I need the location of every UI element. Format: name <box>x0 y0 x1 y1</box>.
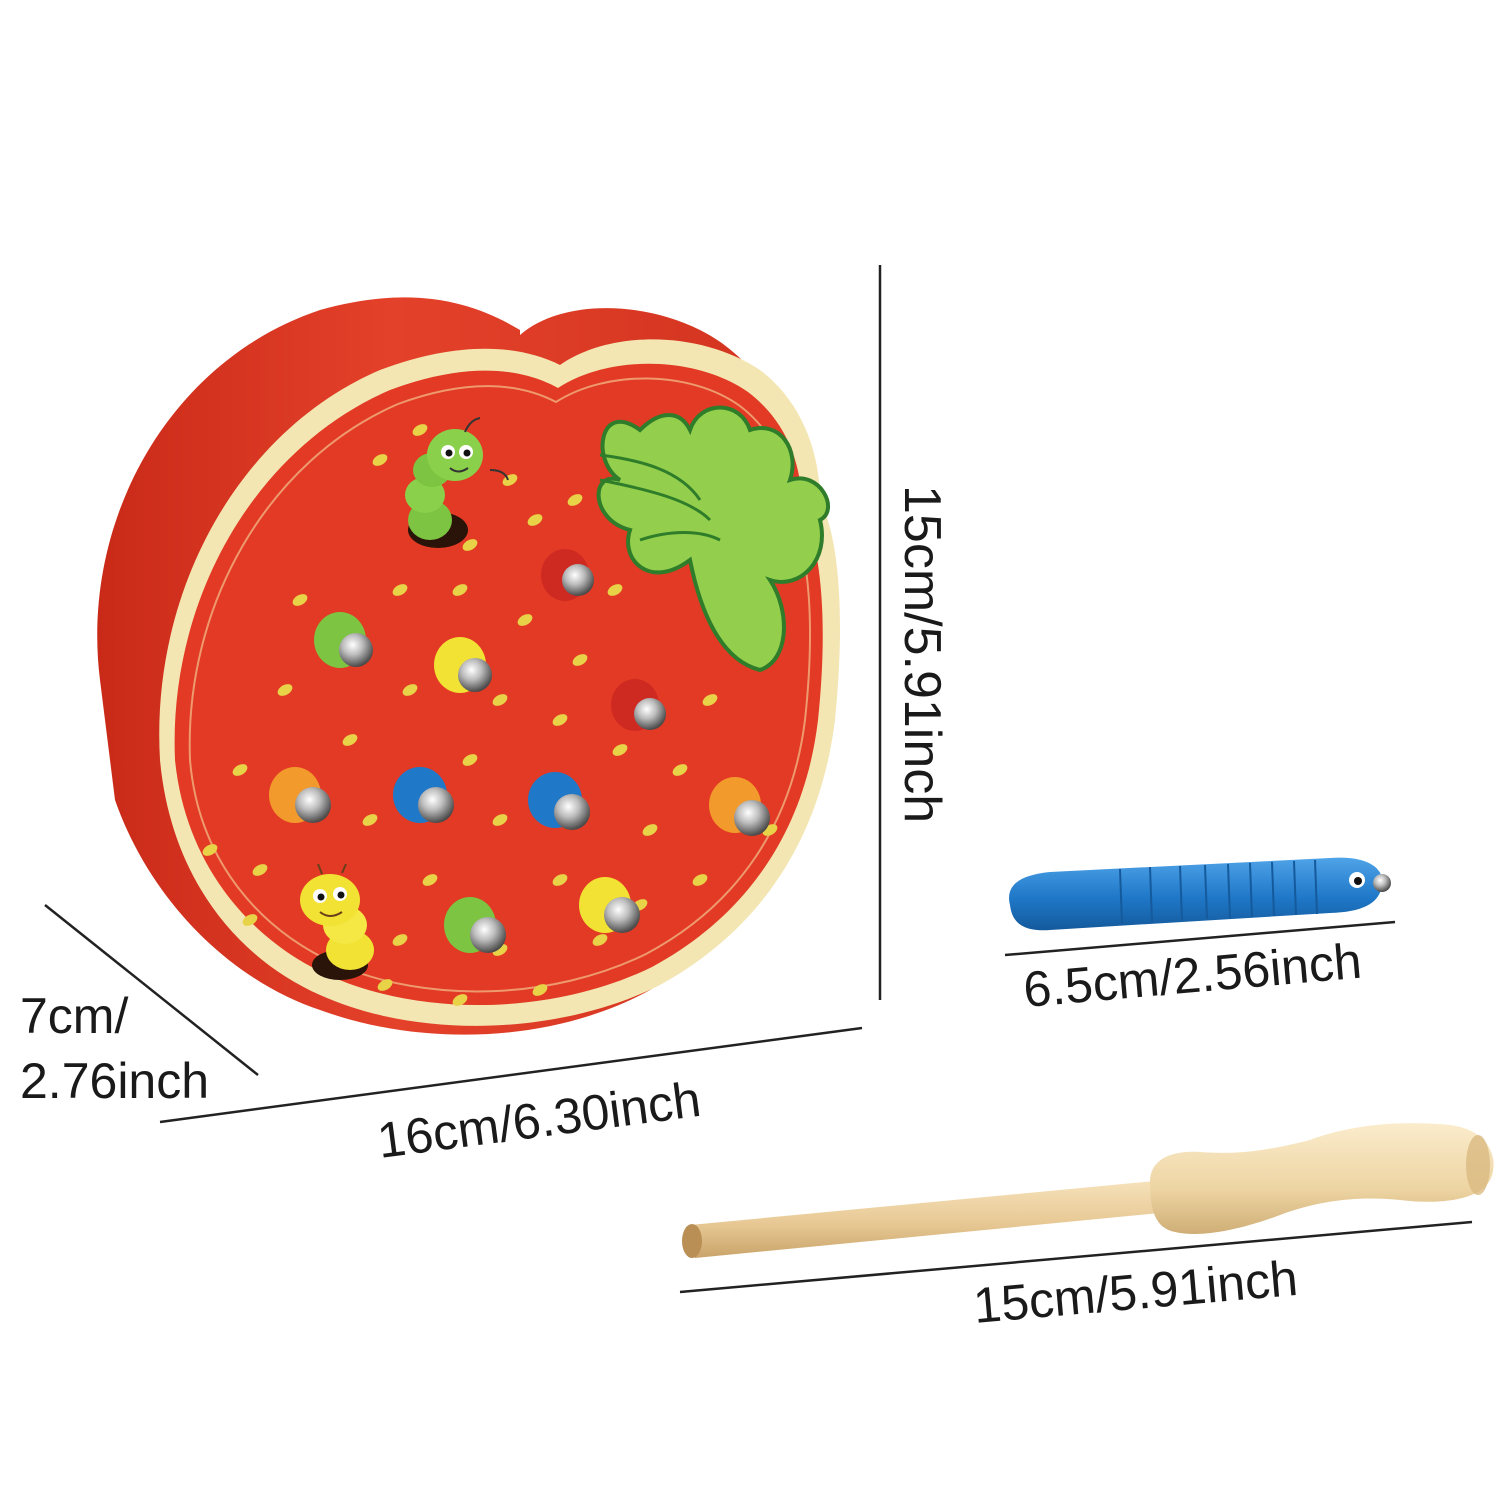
caterpillar-icon <box>405 417 509 548</box>
worm-label: 6.5cm/2.56inch <box>1021 933 1364 1018</box>
worm-peg-blue <box>528 772 590 830</box>
worm-peg-blue <box>393 767 454 823</box>
worm-peg-red <box>611 679 666 731</box>
blue-worm-icon <box>1009 857 1391 931</box>
depth-label-line2: 2.76inch <box>20 1053 209 1109</box>
height-label: 15cm/5.91inch <box>893 485 951 823</box>
caterpillar-icon <box>300 863 374 980</box>
seeds <box>202 424 778 1006</box>
leaf-icon <box>596 405 831 673</box>
worm-peg-green <box>444 897 506 953</box>
worm-peg-orange <box>269 767 331 823</box>
worm-peg-red <box>541 549 594 601</box>
stick-dimension-line <box>679 1220 1473 1294</box>
worm-peg-yellow <box>579 877 640 933</box>
worm-peg-orange <box>709 777 770 836</box>
worm-peg-green <box>314 612 373 668</box>
depth-dimension-line <box>44 904 259 1076</box>
depth-label-line1: 7cm/ <box>20 988 128 1044</box>
worm-pegs <box>269 549 770 953</box>
worm-dimension-line <box>1004 920 1396 957</box>
strawberry-toy-icon <box>97 297 840 1035</box>
width-dimension-line <box>159 1026 863 1124</box>
magnet-stick-icon <box>682 1123 1494 1258</box>
worm-peg-yellow <box>434 637 492 693</box>
